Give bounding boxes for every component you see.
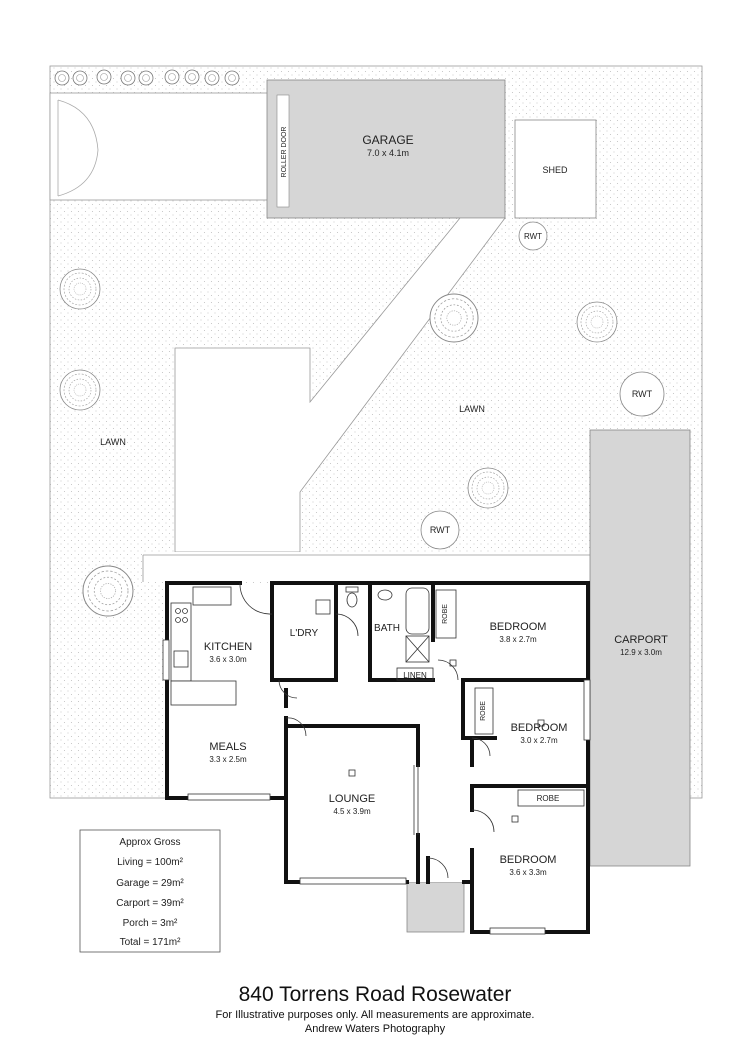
shed-label: SHED [542,165,568,175]
bedroom3-size: 3.6 x 3.3m [509,868,547,877]
garage: GARAGE 7.0 x 4.1m ROLLER DOOR [266,79,506,219]
meals-size: 3.3 x 2.5m [209,755,247,764]
rwt-label-3: RWT [430,525,451,535]
meals-label: MEALS [209,741,246,753]
area-garage: Garage = 29m² [116,878,184,889]
garden-paths [142,217,593,582]
carport-size: 12.9 x 3.0m [620,648,662,657]
credit-text: Andrew Waters Photography [305,1023,446,1035]
area-summary-box: Approx Gross Living = 100m² Garage = 29m… [79,829,221,953]
roller-door-label: ROLLER DOOR [281,127,288,178]
robe-label-2: ROBE [480,701,487,721]
laundry-label: L'DRY [290,628,319,639]
rainwater-tanks: RWT RWT RWT [420,221,665,550]
shed: SHED [514,119,597,219]
bedroom1-label: BEDROOM [490,621,547,633]
driveway-entrance [49,92,278,201]
fixtures [162,582,591,935]
bedroom3-label: BEDROOM [500,854,557,866]
title-block: 840 Torrens Road Rosewater For Illustrat… [216,983,535,1035]
lawn-label-left: LAWN [100,437,126,447]
carport: CARPORT 12.9 x 3.0m [589,429,691,867]
robe-label-1: ROBE [442,604,449,624]
disclaimer-text: For Illustrative purposes only. All meas… [216,1009,535,1021]
area-porch: Porch = 3m² [123,918,178,929]
porch [406,881,465,933]
linen-label: LINEN [403,671,427,680]
lounge-size: 4.5 x 3.9m [333,807,371,816]
bath-label: BATH [374,623,400,634]
room-labels: KITCHEN 3.6 x 3.0m L'DRY BATH LINEN ROBE… [204,604,568,877]
lounge-label: LOUNGE [329,793,375,805]
lawn-label-right: LAWN [459,404,485,414]
robe-label-3: ROBE [537,794,560,803]
carport-label: CARPORT [614,634,668,646]
area-carport: Carport = 39m² [116,898,184,909]
house-walls [165,581,590,934]
rwt-label-1: RWT [524,232,542,241]
hedge-shrubs [54,69,240,86]
area-living: Living = 100m² [117,857,184,868]
area-total: Total = 171m² [120,937,182,948]
area-heading: Approx Gross [119,837,180,848]
property-address: 840 Torrens Road Rosewater [239,983,512,1006]
bedroom2-size: 3.0 x 2.7m [520,736,558,745]
bedroom1-size: 3.8 x 2.7m [499,635,537,644]
kitchen-size: 3.6 x 3.0m [209,655,247,664]
kitchen-label: KITCHEN [204,641,252,653]
garage-label: GARAGE [362,133,413,147]
rwt-label-2: RWT [632,389,653,399]
garage-size: 7.0 x 4.1m [367,148,409,158]
bedroom2-label: BEDROOM [511,722,568,734]
